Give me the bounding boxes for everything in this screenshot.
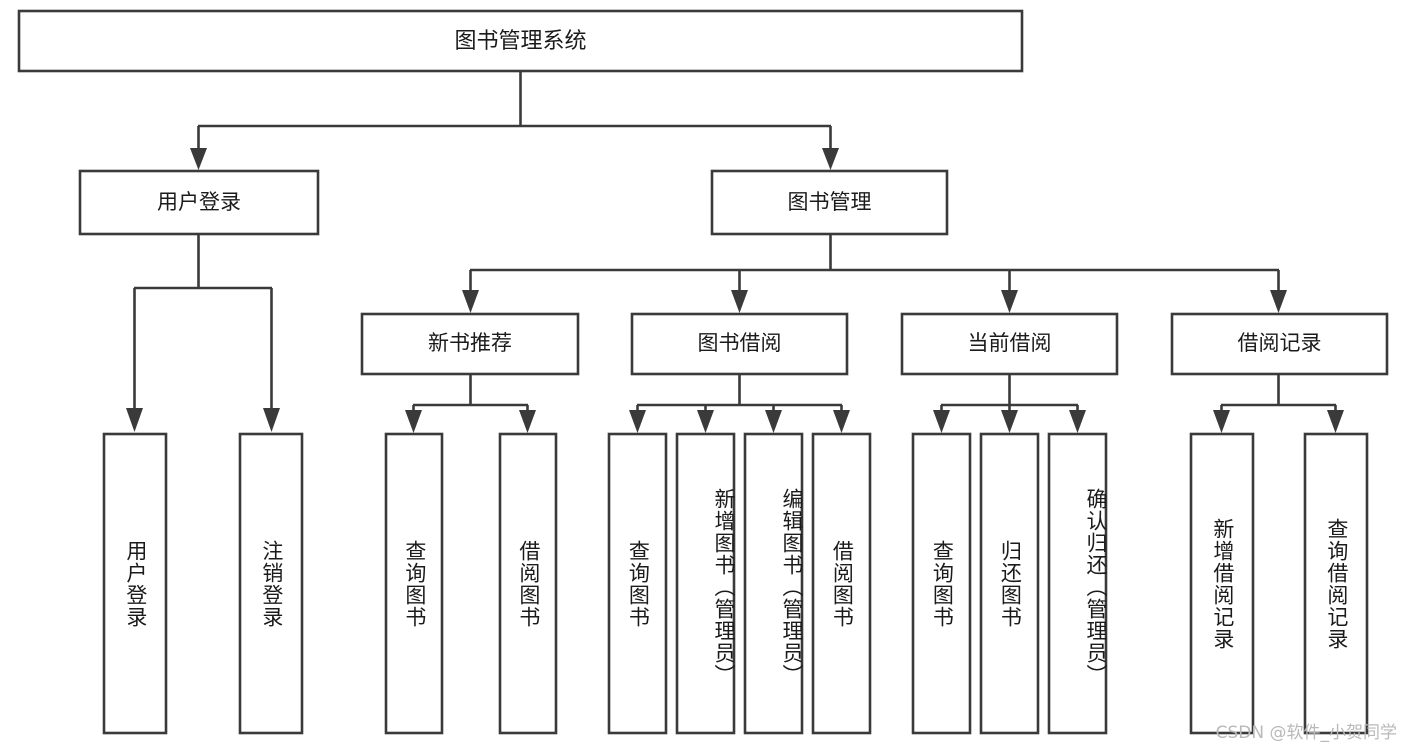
arrow-borrow-leaf-4	[833, 410, 850, 433]
arrow-recommend-leaf-2	[519, 410, 536, 433]
leaf-box-recommend-1[interactable]	[384, 432, 444, 735]
node-book-manage-box[interactable]	[710, 169, 949, 236]
leaf-box-current-3[interactable]	[1047, 432, 1108, 735]
node-current-borrow[interactable]: 当前借阅	[900, 312, 1119, 376]
node-borrow-record-box[interactable]	[1170, 312, 1389, 376]
leaf-box-current-1[interactable]	[911, 432, 972, 735]
node-user-login-label: 用户登录	[157, 190, 241, 214]
node-current-borrow-box[interactable]	[900, 312, 1119, 376]
node-new-book-recommend-label: 新书推荐	[428, 331, 512, 355]
leaf-box-user-login-1[interactable]	[102, 432, 168, 735]
leaf-box-record-1[interactable]	[1189, 432, 1255, 735]
arrow-borrow-leaf-2	[697, 410, 714, 433]
arrow-record-leaf-2	[1327, 410, 1344, 433]
arrow-userlogin-leaf-2	[263, 408, 280, 432]
node-root-box[interactable]	[17, 9, 1024, 73]
arrow-borrow-leaf-3	[765, 410, 782, 433]
leaf-box-borrow-2[interactable]	[675, 432, 736, 735]
node-new-book-recommend[interactable]: 新书推荐	[360, 312, 580, 376]
node-borrow-record-label: 借阅记录	[1238, 331, 1322, 355]
node-book-borrow[interactable]: 图书借阅	[630, 312, 849, 376]
node-user-login-box[interactable]	[78, 169, 320, 236]
node-root-label: 图书管理系统	[454, 29, 586, 54]
node-root[interactable]: 图书管理系统	[17, 9, 1024, 73]
node-user-login[interactable]: 用户登录	[78, 169, 320, 236]
leaf-box-borrow-1[interactable]	[607, 432, 668, 735]
arrow-to-user-login	[190, 148, 207, 170]
arrow-level3-3	[1001, 290, 1018, 313]
arrow-level3-2	[731, 290, 748, 313]
arrow-userlogin-leaf-1	[126, 408, 143, 432]
leaf-box-user-login-2[interactable]	[238, 432, 304, 735]
arrow-level3-4	[1270, 290, 1287, 313]
watermark: CSDN @软件_小贺同学	[1215, 723, 1397, 743]
arrow-record-leaf-1	[1213, 410, 1230, 433]
leaf-box-recommend-2[interactable]	[498, 432, 558, 735]
arrow-to-book-manage	[822, 148, 839, 170]
node-book-borrow-label: 图书借阅	[698, 331, 782, 355]
leaf-layer	[102, 432, 1369, 735]
node-book-borrow-box[interactable]	[630, 312, 849, 376]
leaf-box-borrow-4[interactable]	[811, 432, 872, 735]
leaf-box-record-2[interactable]	[1303, 432, 1369, 735]
arrow-current-leaf-2	[1001, 410, 1018, 433]
node-new-book-recommend-box[interactable]	[360, 312, 580, 376]
node-current-borrow-label: 当前借阅	[968, 331, 1052, 355]
node-borrow-record[interactable]: 借阅记录	[1170, 312, 1389, 376]
node-book-manage[interactable]: 图书管理	[710, 169, 949, 236]
node-book-manage-label: 图书管理	[788, 190, 872, 214]
arrow-level3-1	[462, 290, 479, 313]
connector-layer	[126, 71, 1344, 433]
arrow-current-leaf-3	[1069, 410, 1086, 433]
arrow-borrow-leaf-1	[629, 410, 646, 433]
leaf-box-borrow-3[interactable]	[743, 432, 804, 735]
arrow-current-leaf-1	[933, 410, 950, 433]
leaf-box-current-2[interactable]	[979, 432, 1040, 735]
arrow-recommend-leaf-1	[405, 410, 422, 433]
